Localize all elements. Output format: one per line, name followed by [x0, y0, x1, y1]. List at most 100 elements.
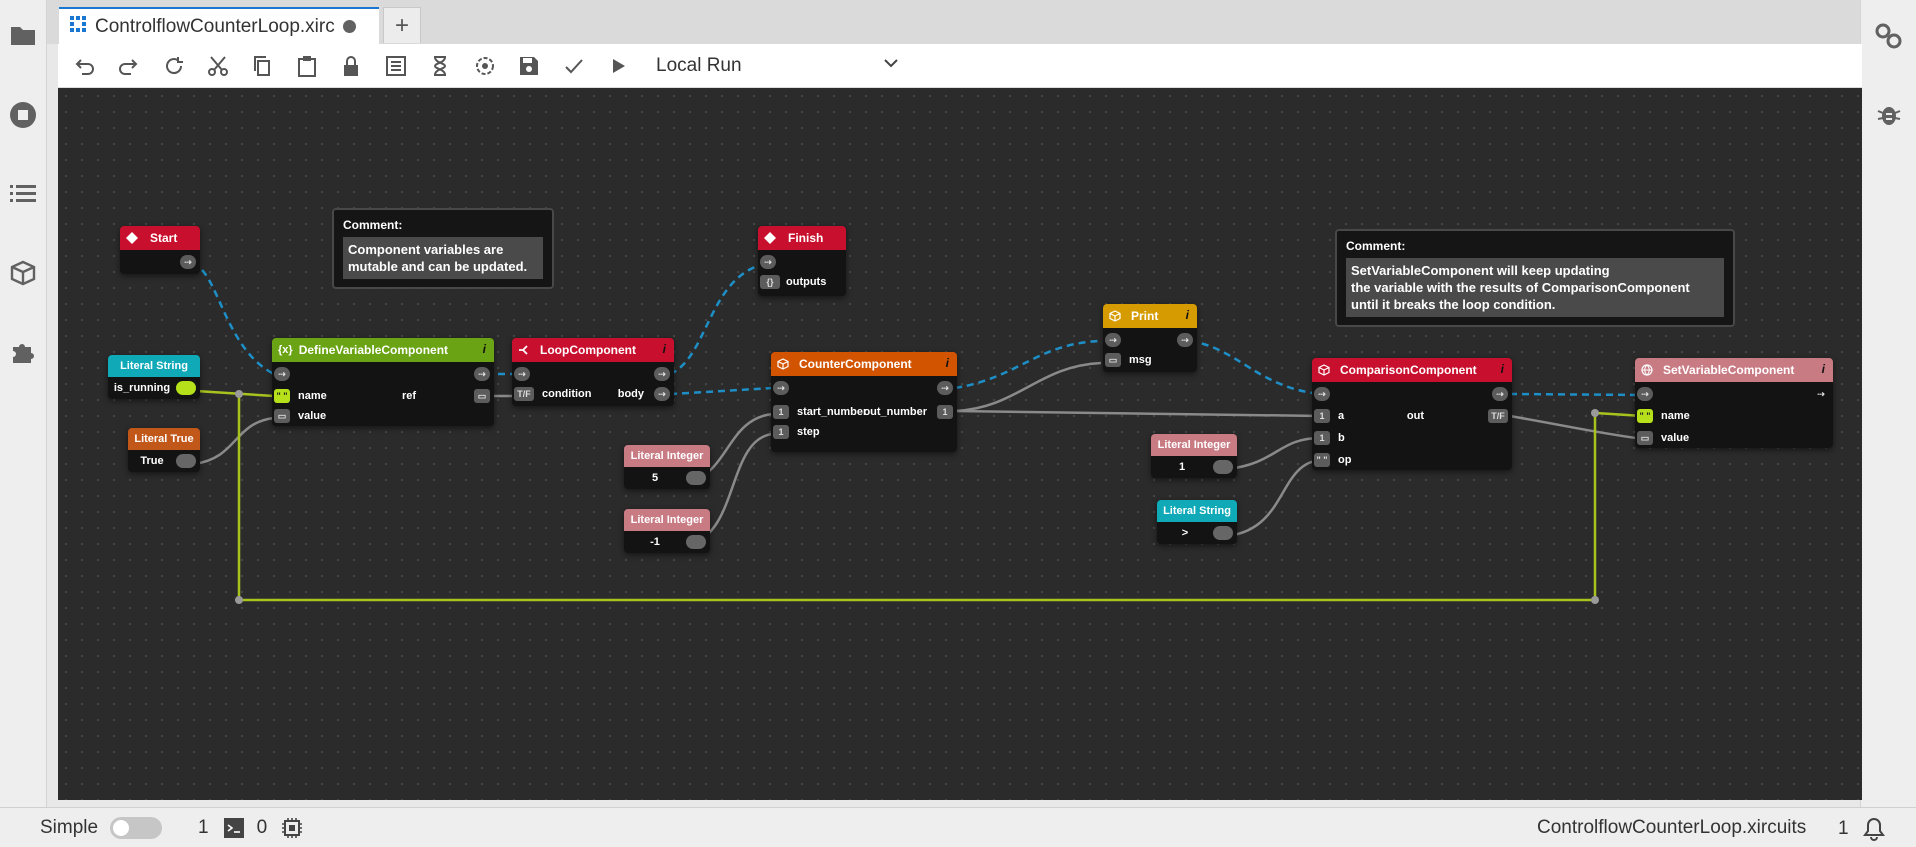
info-icon[interactable]: i [1500, 362, 1504, 376]
lock-icon[interactable] [337, 52, 365, 80]
literal-integer-node[interactable]: Literal Integer 5 [624, 445, 710, 489]
info-icon[interactable]: i [482, 342, 486, 356]
node-define-variable[interactable]: {x} DefineVariableComponent i ⇢ ⇢ " "nam… [272, 338, 494, 426]
puzzle-icon[interactable] [6, 335, 40, 369]
data-wire [954, 409, 1322, 418]
port-in-name[interactable]: " "name [274, 388, 327, 404]
port-in-flow[interactable]: ⇢ [1637, 386, 1653, 402]
reload-icon[interactable] [160, 52, 188, 80]
literal-header: Literal String [1157, 500, 1237, 522]
node-start[interactable]: Start ⇢ [120, 226, 200, 274]
port-in-value[interactable]: ▭value [274, 408, 326, 424]
folder-icon[interactable] [6, 18, 40, 52]
literal-integer-node[interactable]: Literal Integer -1 [624, 509, 710, 553]
port-out-flow[interactable]: ⇢ [180, 254, 196, 270]
debugger-bug-icon[interactable] [1873, 98, 1905, 130]
port-in-flow[interactable]: ⇢ [760, 254, 776, 270]
cut-icon[interactable] [204, 52, 232, 80]
port-out-flow[interactable]: ⇢ [937, 380, 953, 396]
port-out-flow[interactable]: ⇢ [474, 366, 490, 382]
check-icon[interactable] [560, 52, 588, 80]
simple-mode-toggle[interactable]: Simple [40, 817, 163, 839]
port-out-flow[interactable]: ⇢ [1177, 332, 1193, 348]
flow-out-icon: ⇢ [1492, 387, 1508, 401]
save-icon[interactable] [515, 52, 543, 80]
port-in-flow[interactable]: ⇢ [1105, 332, 1121, 348]
workflow-canvas[interactable]: Comment: Component variables are mutable… [58, 88, 1862, 800]
new-tab-button[interactable]: + [383, 7, 421, 43]
info-icon[interactable]: i [945, 356, 949, 370]
output-port-knob[interactable] [1213, 526, 1233, 540]
port-in-flow[interactable]: ⇢ [1314, 386, 1330, 402]
terminal-count[interactable]: 1 0 [198, 817, 303, 839]
port-in-name[interactable]: " "name [1637, 408, 1690, 424]
literal-true-node[interactable]: Literal True True [128, 428, 200, 472]
output-port-knob[interactable] [686, 471, 706, 485]
unsaved-dot-icon[interactable] [342, 20, 356, 33]
cube-icon [1318, 364, 1330, 376]
output-port-knob[interactable] [176, 454, 196, 468]
literal-integer-node[interactable]: Literal Integer 1 [1151, 434, 1237, 478]
output-port-knob[interactable] [176, 381, 196, 395]
tab-workflow[interactable]: ControlflowCounterLoop.xirc [59, 7, 379, 44]
data-wire [1227, 436, 1322, 471]
output-port-knob[interactable] [1213, 460, 1233, 474]
log-icon[interactable] [382, 52, 410, 80]
cube-icon[interactable] [6, 256, 40, 290]
bell-icon[interactable] [1862, 817, 1885, 841]
comment-box[interactable]: Comment: SetVariableComponent will keep … [1335, 229, 1735, 327]
flow-wire [669, 262, 765, 376]
list-icon[interactable] [6, 177, 40, 211]
port-out-flow[interactable]: ⇢ [1813, 386, 1829, 402]
port-in-flow[interactable]: ⇢ [773, 380, 789, 396]
port-in-op[interactable]: " "op [1314, 452, 1351, 468]
hourglass-icon[interactable] [426, 52, 454, 80]
port-in-flow[interactable]: ⇢ [274, 366, 290, 382]
port-label: outputs [786, 276, 827, 288]
port-in-flow[interactable]: ⇢ [514, 366, 530, 382]
run-mode-select[interactable]: Local Run [656, 52, 906, 80]
port-out-body[interactable]: body⇢ [618, 386, 670, 402]
compile-icon[interactable] [471, 52, 499, 80]
node-title: LoopComponent [540, 343, 636, 357]
undo-icon[interactable] [70, 52, 98, 80]
info-icon[interactable]: i [1185, 308, 1189, 322]
run-play-icon[interactable] [604, 52, 632, 80]
copy-icon[interactable] [248, 52, 276, 80]
int-port-icon: 1 [1314, 409, 1330, 423]
notification-count[interactable]: 1 [1838, 817, 1885, 841]
literal-value-text: True [140, 455, 164, 467]
node-print[interactable]: Print i ⇢ ⇢ ▭msg [1103, 304, 1197, 372]
paste-icon[interactable] [293, 52, 321, 80]
node-set-variable[interactable]: SetVariableComponent i ⇢ ⇢ " "name ▭valu… [1635, 358, 1833, 448]
stop-icon[interactable] [6, 98, 40, 132]
flow-out-icon: ⇢ [1177, 333, 1193, 347]
port-in-outputs[interactable]: {}outputs [760, 274, 826, 290]
toggle-switch[interactable] [110, 817, 163, 839]
port-out-flow[interactable]: ⇢ [654, 366, 670, 382]
port-out-ref[interactable]: ref▭ [402, 388, 490, 404]
node-header: SetVariableComponent i [1635, 358, 1833, 382]
port-in-msg[interactable]: ▭msg [1105, 352, 1152, 368]
literal-string-node[interactable]: Literal String is_running [108, 355, 200, 399]
redo-icon[interactable] [115, 52, 143, 80]
literal-string-node[interactable]: Literal String > [1157, 500, 1237, 544]
info-icon[interactable]: i [1821, 362, 1825, 376]
port-out-flow[interactable]: ⇢ [1492, 386, 1508, 402]
info-icon[interactable]: i [662, 342, 666, 356]
node-finish[interactable]: Finish ⇢ {}outputs [758, 226, 846, 296]
property-inspector-icon[interactable] [1873, 20, 1905, 52]
comment-box[interactable]: Comment: Component variables are mutable… [332, 208, 554, 289]
port-in-value[interactable]: ▭value [1637, 430, 1689, 446]
output-port-knob[interactable] [686, 535, 706, 549]
